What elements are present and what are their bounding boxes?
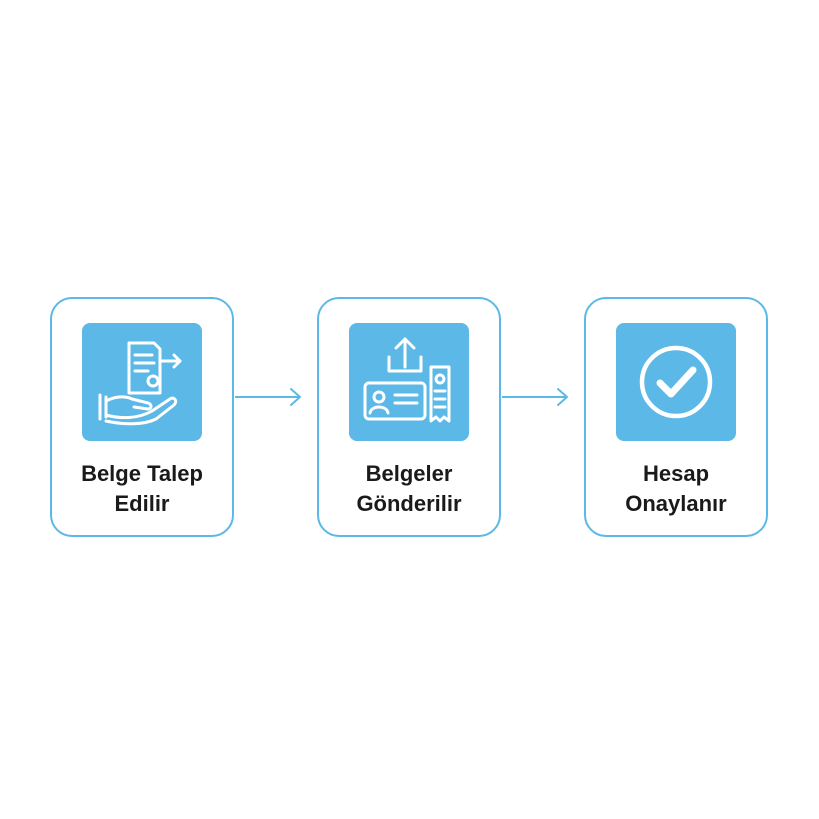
step-card-account-approved: Hesap Onaylanır [584, 297, 768, 537]
flow-arrow-2 [502, 385, 572, 409]
flow-arrow-1 [235, 385, 305, 409]
hand-document-request-icon [98, 341, 182, 426]
step-card-documents-sent: Belgeler Gönderilir [317, 297, 501, 537]
step-label-line2: Onaylanır [625, 491, 727, 516]
checkmark-circle-icon [639, 345, 713, 419]
step-label-line1: Belgeler [365, 461, 453, 486]
step-label-line2: Gönderilir [356, 491, 462, 516]
step-label-line1: Belge Talep [81, 461, 203, 486]
arrow-right-icon [235, 388, 301, 406]
step-label: Hesap Onaylanır [586, 459, 766, 519]
arrow-right-icon [502, 388, 568, 406]
step-card-document-request: Belge Talep Edilir [50, 297, 234, 537]
step-label-line1: Hesap [642, 461, 710, 486]
step-label: Belge Talep Edilir [52, 459, 232, 519]
step-label-line2: Edilir [114, 491, 170, 516]
id-card-upload-icon [363, 337, 451, 423]
step-icon-tile [616, 323, 736, 441]
step-icon-tile [349, 323, 469, 441]
step-icon-tile [82, 323, 202, 441]
step-label: Belgeler Gönderilir [319, 459, 499, 519]
